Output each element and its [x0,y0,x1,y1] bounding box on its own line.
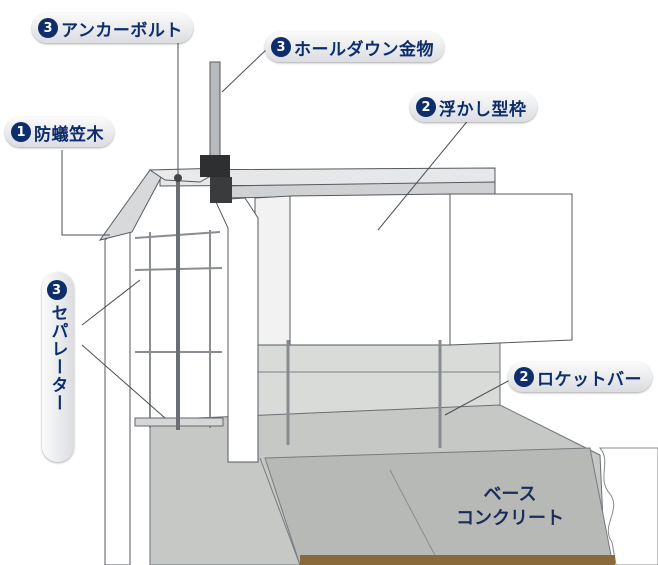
inner-form-wall [214,197,259,463]
left-form-wall [104,218,131,565]
slab-edge-line [259,457,301,565]
hold-down-bolt [209,61,221,163]
label-text: ロケットバー [537,369,642,390]
label-number-badge: 1 [11,122,31,142]
label-termite-sill: 1 防蟻笠木 [5,117,114,147]
label-number-badge: 3 [271,37,291,57]
termite-sill-cap [98,169,166,241]
torn-edge [598,447,658,565]
label-rocket-bar: 2 ロケットバー [508,362,652,392]
label-hold-down-hardware: 3 ホールダウン金物 [265,32,444,62]
form-panel-3 [449,193,573,346]
label-text: 防蟻笠木 [34,124,104,145]
label-text: セパレーター [47,304,68,412]
label-number-badge: 2 [416,97,436,117]
leader-lines [61,42,511,419]
label-text: 浮かし型枠 [439,99,527,120]
label-text: アンカーボルト [61,20,183,41]
label-number-badge: 2 [514,367,534,387]
label-anchor-bolt: 3 アンカーボルト [32,13,193,43]
label-number-badge: 3 [46,280,67,300]
base-concrete-line2: コンクリート [456,508,564,529]
label-separator: 3 セパレーター [42,272,74,462]
label-number-badge: 3 [38,18,58,38]
form-panel-1 [254,195,291,346]
base-concrete-line1: ベース [483,484,537,505]
form-panel-2 [289,193,451,346]
soil-layer [300,555,615,565]
label-floating-form: 2 浮かし型枠 [410,92,537,122]
hold-down-plate [200,155,230,177]
hold-down-base [210,177,232,203]
label-text: ホールダウン金物 [294,39,434,60]
base-concrete-label: ベース コンクリート [420,483,600,531]
slab-edge-line-2 [389,469,441,565]
